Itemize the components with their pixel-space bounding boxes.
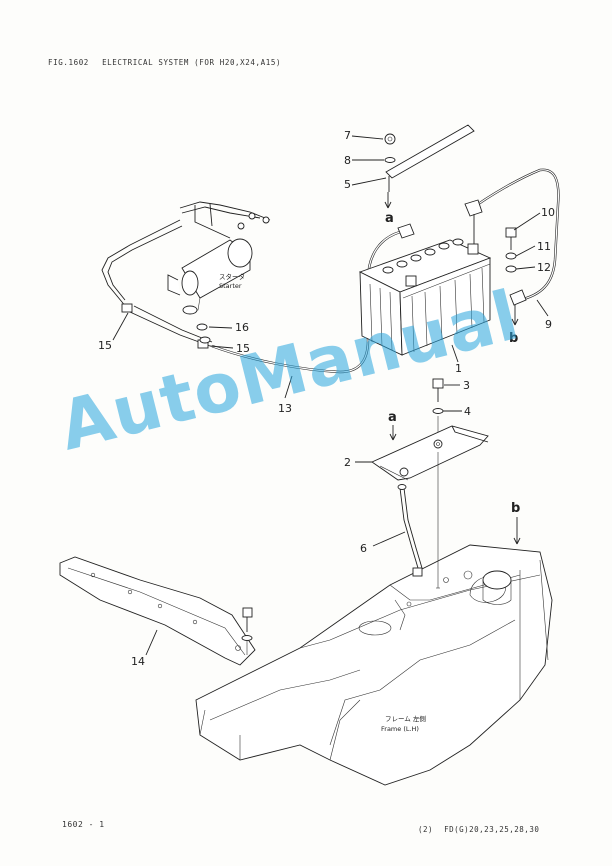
hold-down-rod-6 — [397, 484, 423, 577]
starter-label-en: Starter — [219, 282, 242, 290]
washer-12 — [505, 265, 517, 273]
washer-11 — [505, 252, 517, 260]
footer-code: (2) — [418, 825, 434, 834]
battery-tray-2 — [371, 425, 489, 481]
callout-16: 16 — [235, 321, 249, 334]
bolt-3 — [432, 378, 444, 402]
callout-14: 14 — [131, 655, 145, 668]
bolt-plate — [241, 607, 253, 641]
plate-14 — [59, 556, 256, 666]
cable-9 — [464, 168, 560, 306]
callout-numbers: 7 8 5 10 11 12 9 1 3 4 2 6 16 15 15 13 1… — [98, 129, 555, 668]
connection-b-cable: b — [509, 331, 518, 346]
arrow-b-frame — [513, 517, 521, 545]
cable-13 — [211, 230, 401, 374]
connection-a-mid: a — [388, 410, 397, 425]
washer-8 — [384, 157, 396, 163]
callout-10: 10 — [541, 206, 555, 219]
starter-label-jp: スタータ — [219, 272, 245, 281]
starter-motor — [167, 238, 253, 315]
connection-letters: a a b b — [385, 211, 520, 516]
callout-2: 2 — [344, 456, 351, 469]
callout-3: 3 — [463, 379, 470, 392]
annotations: スタータ Starter フレーム 左側 Frame (L.H) — [219, 272, 426, 733]
washer-4 — [432, 408, 444, 414]
callout-15-right: 15 — [236, 342, 250, 355]
frame-body — [195, 544, 553, 786]
footer-models: FD(G)20,23,25,28,30 — [444, 825, 540, 834]
callout-6: 6 — [360, 542, 367, 555]
callout-12: 12 — [537, 261, 551, 274]
washer-16 — [196, 323, 211, 344]
callout-7: 7 — [344, 129, 351, 142]
callout-leaders — [112, 135, 549, 656]
frame-label-jp: フレーム 左側 — [385, 714, 426, 723]
hold-down-bar-5 — [384, 124, 475, 209]
bolt-10 — [505, 227, 517, 250]
arrow-b-cable — [511, 305, 519, 326]
callout-8: 8 — [344, 154, 351, 167]
connection-a-top: a — [385, 211, 394, 226]
callout-13: 13 — [278, 402, 292, 415]
callout-4: 4 — [464, 405, 471, 418]
frame-label-en: Frame (L.H) — [381, 725, 419, 733]
callout-1: 1 — [455, 362, 462, 375]
page-number: 1602 - 1 — [62, 820, 105, 829]
figure-title: FIG.1602 ELECTRICAL SYSTEM (FOR H20,X24,… — [48, 58, 289, 67]
callout-9: 9 — [545, 318, 552, 331]
assembly-lines — [246, 416, 440, 655]
callout-11: 11 — [537, 240, 551, 253]
figure-caption: ELECTRICAL SYSTEM (FOR H20,X24,A15) — [102, 58, 282, 67]
nut-7 — [384, 133, 396, 145]
battery-1 — [358, 238, 492, 356]
figure-number: FIG.1602 — [48, 58, 89, 67]
callout-15-left: 15 — [98, 339, 112, 352]
callout-5: 5 — [344, 178, 351, 191]
connection-b-frame: b — [511, 501, 520, 516]
arrow-a-mid — [389, 425, 397, 441]
model-footer: (2) FD(G)20,23,25,28,30 — [418, 825, 545, 834]
terminal-clamp-negative — [397, 223, 415, 239]
